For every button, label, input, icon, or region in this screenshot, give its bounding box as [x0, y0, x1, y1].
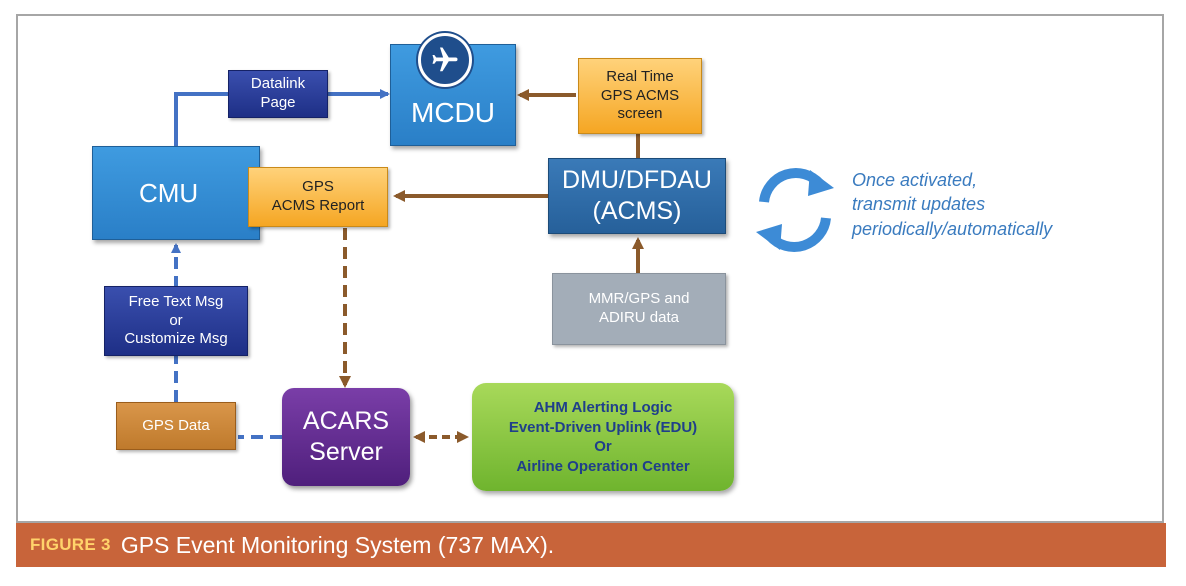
mmr-gps-box: MMR/GPS and ADIRU data — [552, 273, 726, 345]
annotation-line-2: transmit updates — [852, 194, 986, 215]
freetext-line-1: Free Text Msg — [128, 292, 224, 310]
free-text-msg-box: Free Text Msg or Customize Msg — [104, 286, 248, 356]
datalink-line-2: Page — [260, 94, 296, 111]
airplane-icon — [418, 33, 472, 87]
realtime-line-2: GPS ACMS — [600, 86, 680, 104]
mmr-line-2: ADIRU data — [598, 309, 680, 326]
caption-text: GPS Event Monitoring System (737 MAX). — [120, 531, 555, 558]
gps-data-box: GPS Data — [116, 402, 236, 450]
report-line-1: GPS — [302, 178, 334, 196]
figure-caption: FIGURE 3 GPS Event Monitoring System (73… — [16, 523, 1166, 567]
dmu-dfdau-box: DMU/DFDAU (ACMS) — [548, 158, 726, 234]
annotation-line-3: periodically/automatically — [852, 218, 1053, 239]
ahm-line-3: Or — [594, 438, 612, 455]
ahm-line-2: Event-Driven Uplink (EDU) — [508, 418, 698, 436]
ahm-line-4: Airline Operation Center — [516, 457, 690, 475]
acars-line-1: ACARS — [302, 406, 390, 435]
gps-acms-report-box: GPS ACMS Report — [248, 167, 388, 227]
freetext-line-3: Customize Msg — [124, 330, 228, 348]
realtime-screen-box: Real Time GPS ACMS screen — [578, 58, 702, 134]
mcdu-label: MCDU — [411, 96, 495, 128]
datalink-line-1: Datalink — [250, 75, 306, 93]
dmu-line-1: DMU/DFDAU — [562, 165, 712, 194]
report-line-2: ACMS Report — [271, 197, 365, 214]
annotation-text: Once activated, transmit updates periodi… — [852, 168, 1152, 241]
ahm-box: AHM Alerting Logic Event-Driven Uplink (… — [472, 383, 734, 491]
datalink-page-box: Datalink Page — [228, 70, 328, 118]
caption-label: FIGURE 3 — [30, 535, 111, 554]
realtime-line-3: screen — [617, 105, 663, 123]
dmu-line-2: (ACMS) — [592, 197, 682, 225]
cmu-box: CMU — [92, 146, 260, 240]
ahm-line-1: AHM Alerting Logic — [533, 399, 673, 416]
acars-server-box: ACARS Server — [282, 388, 410, 486]
realtime-line-1: Real Time — [606, 67, 674, 85]
freetext-line-2: or — [169, 311, 183, 329]
annotation-line-1: Once activated, — [852, 170, 978, 190]
refresh-cycle-icon — [756, 168, 834, 252]
gps-data-label: GPS Data — [142, 416, 210, 434]
cmu-label: CMU — [139, 177, 199, 208]
acars-line-2: Server — [309, 438, 383, 466]
mmr-line-1: MMR/GPS and — [588, 290, 690, 308]
